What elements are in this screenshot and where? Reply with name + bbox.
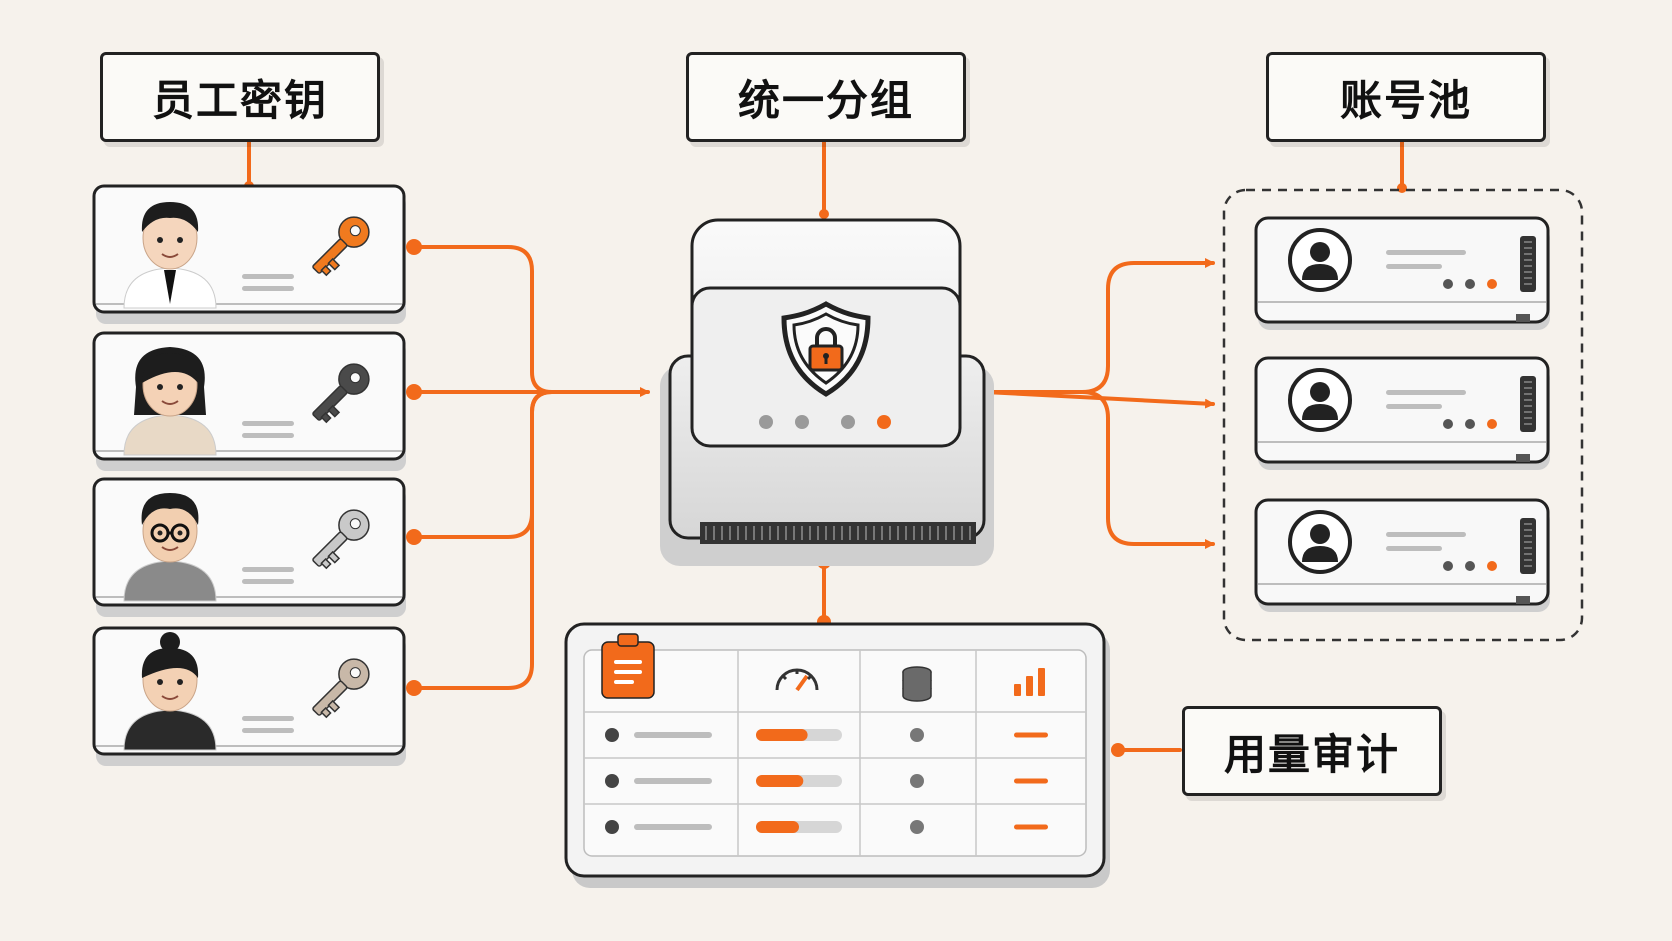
trend-mark <box>1014 824 1048 830</box>
text-placeholder <box>242 433 294 438</box>
text-placeholder <box>1386 250 1466 255</box>
link-employee-1 <box>412 245 554 394</box>
text-placeholder <box>242 274 294 279</box>
audit-rows <box>605 728 1048 834</box>
gateway-vent-lines <box>705 526 971 540</box>
employee-card <box>92 331 406 471</box>
account-server <box>1254 356 1550 470</box>
key-icon <box>312 216 370 277</box>
clipboard-icon <box>601 633 655 699</box>
link-account-1 <box>983 258 1215 394</box>
bar-chart-icon <box>1014 668 1045 696</box>
label-usage-audit: 用量审计 <box>1182 706 1442 796</box>
trend-mark <box>1014 778 1048 784</box>
database-icon <box>902 666 932 702</box>
status-light-2 <box>795 415 809 429</box>
text-placeholder <box>242 421 294 426</box>
employee-avatar-icon <box>123 202 217 309</box>
text-placeholder <box>242 728 294 733</box>
text-placeholder <box>1386 546 1442 551</box>
employee-cards <box>92 184 406 766</box>
employee-card <box>92 626 406 766</box>
label-account-pool: 账号池 <box>1266 52 1546 142</box>
text-placeholder <box>1386 404 1442 409</box>
link-employee-4 <box>412 390 554 690</box>
text-placeholder <box>634 778 712 784</box>
text-placeholder <box>634 824 712 830</box>
employee-avatar-icon <box>123 493 217 602</box>
user-avatar-icon <box>1288 228 1352 292</box>
gauge-icon <box>775 668 819 692</box>
status-light-active <box>877 415 891 429</box>
server-port <box>1516 454 1530 462</box>
audit-row <box>605 820 1048 834</box>
text-placeholder <box>1386 532 1466 537</box>
server-port <box>1516 314 1530 322</box>
status-light-1 <box>759 415 773 429</box>
gateway-vent <box>700 522 976 544</box>
employee-card <box>92 477 406 617</box>
account-server <box>1254 498 1550 612</box>
link-account-3 <box>1080 390 1215 549</box>
usage-bar-fill <box>756 775 804 787</box>
text-placeholder <box>1386 390 1466 395</box>
text-placeholder <box>634 732 712 738</box>
server-port <box>1516 596 1530 604</box>
shield-lock-icon <box>781 301 871 397</box>
text-placeholder <box>242 286 294 291</box>
usage-bar-fill <box>756 821 799 833</box>
trend-mark <box>1014 732 1048 738</box>
usage-bar-fill <box>756 729 808 741</box>
text-placeholder <box>242 567 294 572</box>
usage-audit-panel <box>564 622 1110 888</box>
employee-card <box>92 184 406 324</box>
text-placeholder <box>242 579 294 584</box>
audit-row <box>605 728 1048 742</box>
key-icon <box>312 363 370 424</box>
connectors <box>247 140 1404 752</box>
key-icon <box>312 509 370 570</box>
employee-avatar-icon <box>123 347 217 456</box>
user-avatar-icon <box>1288 368 1352 432</box>
status-light-3 <box>841 415 855 429</box>
audit-row <box>605 774 1048 788</box>
user-avatar-icon <box>1288 510 1352 574</box>
label-employee-keys: 员工密钥 <box>100 52 380 142</box>
text-placeholder <box>1386 264 1442 269</box>
text-placeholder <box>242 716 294 721</box>
key-icon <box>312 658 370 719</box>
gateway-device <box>660 218 994 566</box>
employee-avatar-icon <box>123 632 217 751</box>
label-unified-group: 统一分组 <box>686 52 966 142</box>
account-servers <box>1254 216 1550 612</box>
account-pool-boundary <box>1222 188 1584 642</box>
account-server <box>1254 216 1550 330</box>
